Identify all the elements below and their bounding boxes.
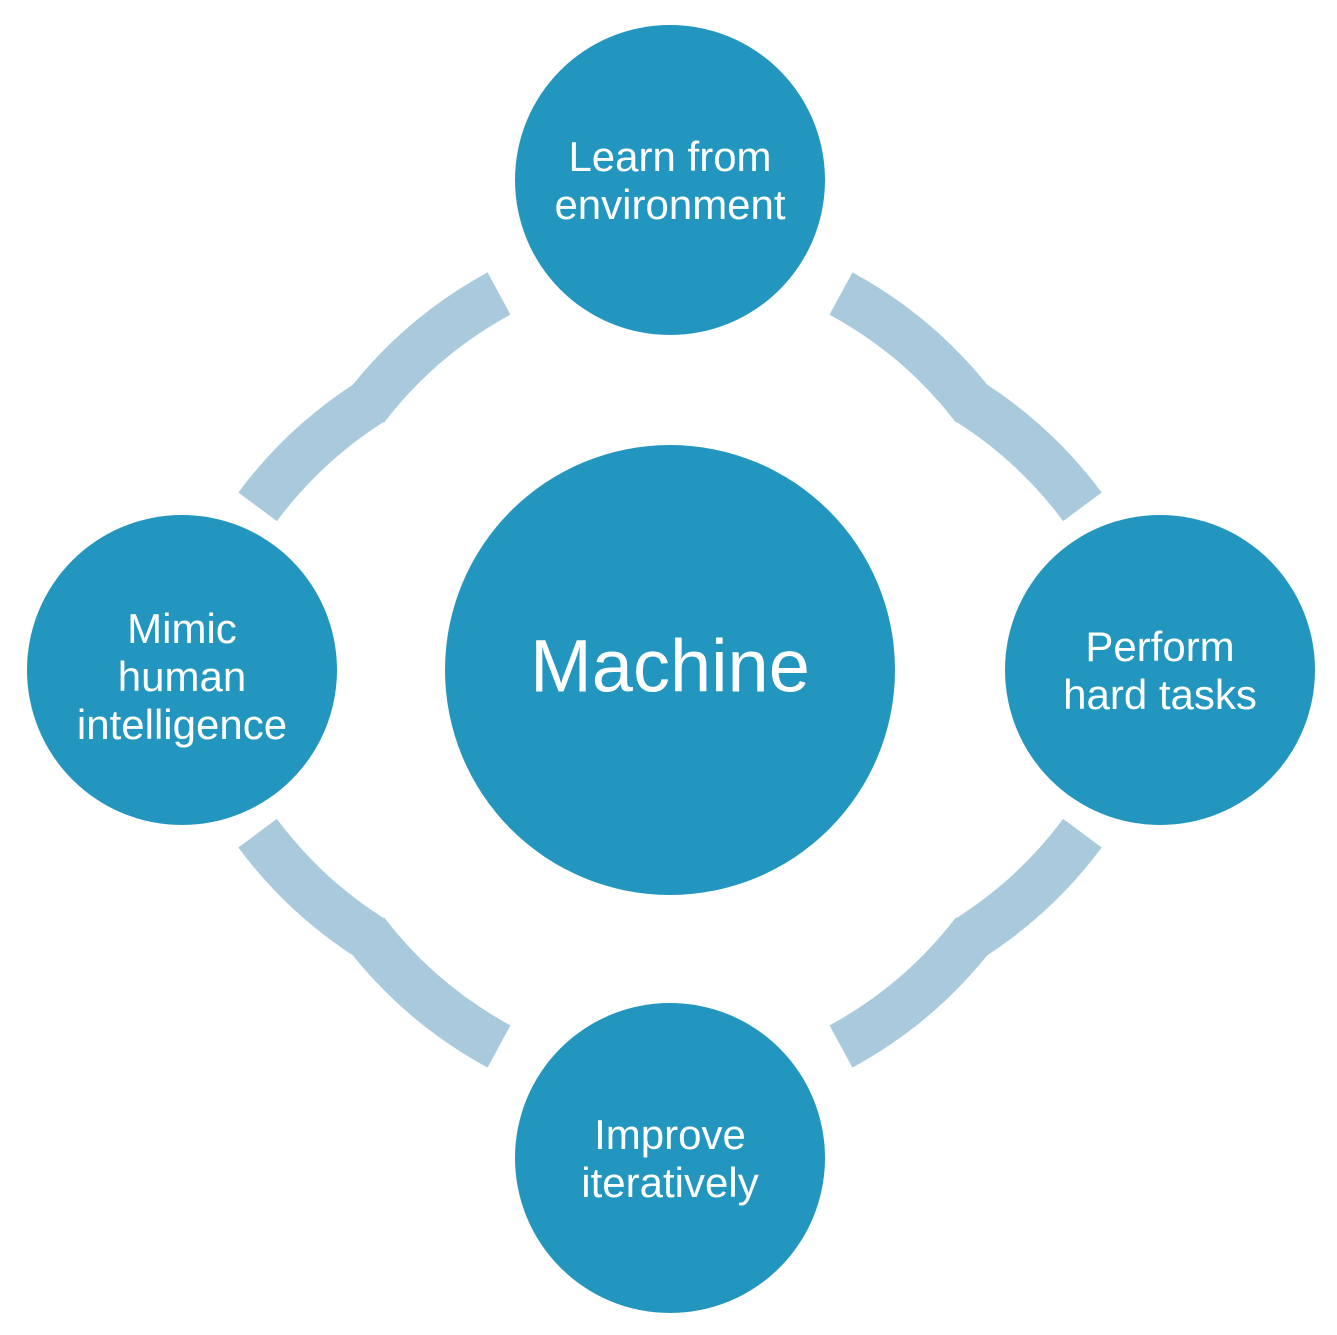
node-circle-right[interactable] (1005, 515, 1315, 825)
node-circle-top[interactable] (515, 25, 825, 335)
cycle-ring (238, 272, 1102, 1068)
ring-segment-bottom-right-2 (829, 917, 995, 1068)
hub-circle-icon[interactable] (445, 445, 895, 895)
node-perform-hard-tasks[interactable]: Perform hard tasks (1005, 515, 1315, 825)
ring-segment-top-left-2 (345, 272, 511, 423)
ring-segment-bottom-left (345, 917, 511, 1068)
ring-segment-bottom-right (955, 818, 1102, 959)
node-circle-bottom[interactable] (515, 1003, 825, 1313)
node-circle-left[interactable] (27, 515, 337, 825)
ring-segment-top-right (955, 381, 1102, 522)
node-mimic-human-intelligence[interactable]: Mimic human intelligence (27, 515, 337, 825)
ring-segment-bottom-left-2 (238, 818, 385, 959)
ring-segment-top-right-2 (829, 272, 995, 423)
ring-segment-top-left (238, 381, 385, 522)
hub-node[interactable]: Machine (445, 445, 895, 895)
node-improve-iteratively[interactable]: Improve iteratively (515, 1003, 825, 1313)
node-learn-from-environment[interactable]: Learn from environment (515, 25, 825, 335)
